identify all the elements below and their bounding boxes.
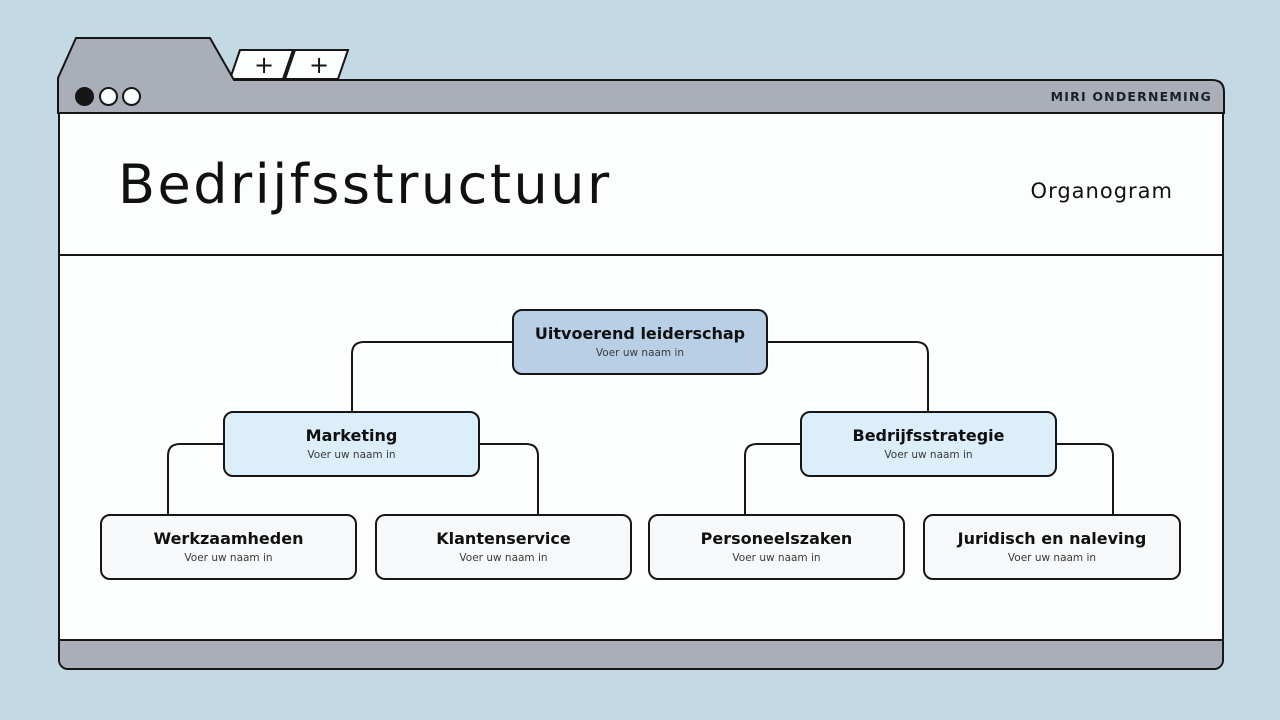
browser-chrome: + + (57, 37, 1225, 114)
connector-bedrijfsstrategie-to-juridisch (1057, 443, 1114, 514)
org-node-marketing[interactable]: Marketing Voer uw naam in (223, 411, 480, 477)
org-node-label: Bedrijfsstrategie (852, 426, 1005, 446)
org-node-name-placeholder[interactable]: Voer uw naam in (595, 346, 685, 359)
org-node-name-placeholder[interactable]: Voer uw naam in (307, 448, 396, 461)
org-node-name-placeholder[interactable]: Voer uw naam in (1007, 551, 1097, 564)
window-dot-minimize-icon[interactable] (99, 87, 118, 106)
org-node-uitvoerend-leiderschap[interactable]: Uitvoerend leiderschap Voer uw naam in (512, 309, 768, 375)
org-node-bedrijfsstrategie[interactable]: Bedrijfsstrategie Voer uw naam in (800, 411, 1057, 477)
connector-root-to-marketing (351, 341, 512, 411)
window-dot-close-icon[interactable] (75, 87, 94, 106)
window-dot-maximize-icon[interactable] (122, 87, 141, 106)
org-node-klantenservice[interactable]: Klantenservice Voer uw naam in (375, 514, 632, 580)
org-node-name-placeholder[interactable]: Voer uw naam in (884, 448, 973, 461)
org-node-label: Juridisch en naleving (957, 529, 1147, 549)
browser-titlebar (57, 37, 1225, 114)
connector-root-to-bedrijfsstrategie (768, 341, 929, 411)
org-node-personeelszaken[interactable]: Personeelszaken Voer uw naam in (648, 514, 905, 580)
connector-marketing-to-klantenservice (480, 443, 539, 514)
org-node-label: Marketing (305, 426, 398, 446)
org-chart-canvas: Uitvoerend leiderschap Voer uw naam in M… (60, 256, 1222, 639)
connector-bedrijfsstrategie-to-personeelszaken (744, 443, 800, 514)
connector-marketing-to-werkzaamheden (167, 443, 223, 514)
page-subtitle: Organogram (1030, 179, 1173, 203)
org-node-label: Uitvoerend leiderschap (534, 324, 746, 344)
document-header: Bedrijfsstructuur Organogram (60, 113, 1222, 256)
org-node-juridisch-en-naleving[interactable]: Juridisch en naleving Voer uw naam in (923, 514, 1181, 580)
org-node-werkzaamheden[interactable]: Werkzaamheden Voer uw naam in (100, 514, 357, 580)
org-node-name-placeholder[interactable]: Voer uw naam in (732, 551, 821, 564)
org-node-label: Personeelszaken (700, 529, 853, 549)
org-node-name-placeholder[interactable]: Voer uw naam in (184, 551, 273, 564)
org-node-name-placeholder[interactable]: Voer uw naam in (459, 551, 548, 564)
brand-label: MIRI ONDERNEMING (1050, 89, 1212, 104)
plus-icon[interactable]: + (309, 51, 329, 79)
page-title: Bedrijfsstructuur (118, 153, 612, 216)
plus-icon[interactable]: + (254, 51, 274, 79)
org-node-label: Klantenservice (436, 529, 571, 549)
org-chart-connectors (167, 341, 1114, 514)
browser-bottombar (60, 639, 1222, 668)
browser-window: Bedrijfsstructuur Organogram Uitvoerend … (58, 80, 1224, 670)
org-node-label: Werkzaamheden (153, 529, 304, 549)
